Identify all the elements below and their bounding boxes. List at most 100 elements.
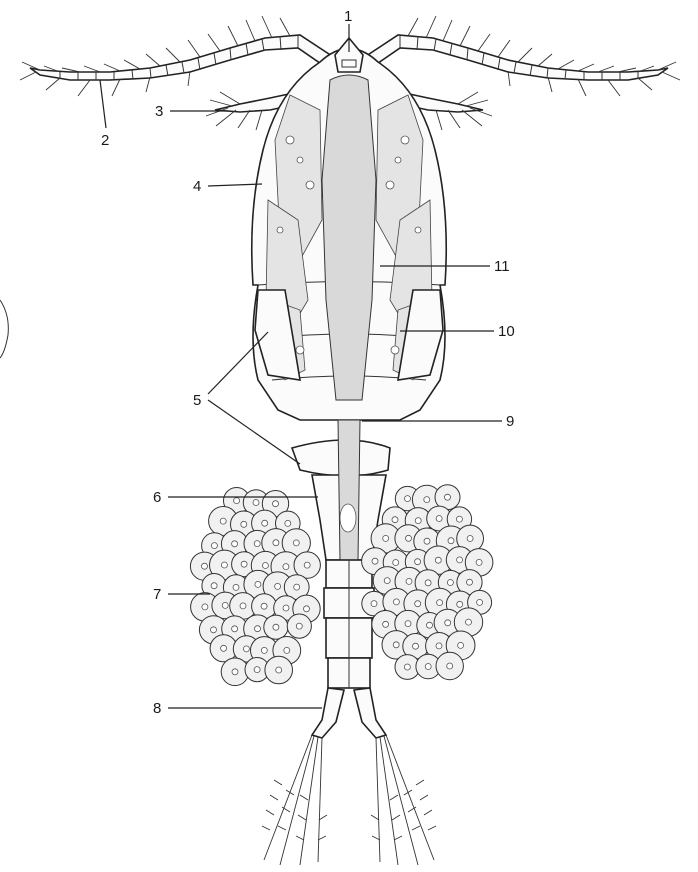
egg-nucleus bbox=[273, 501, 279, 507]
egg-nucleus bbox=[211, 543, 217, 549]
egg-nucleus bbox=[415, 559, 421, 565]
egg-nucleus bbox=[436, 516, 442, 522]
egg-nucleus bbox=[456, 516, 462, 522]
edge-arc bbox=[0, 300, 8, 358]
egg-nucleus bbox=[413, 643, 419, 649]
egg-nucleus bbox=[240, 603, 246, 609]
egg-nucleus bbox=[383, 535, 389, 541]
egg-nucleus bbox=[448, 538, 454, 544]
egg-nucleus bbox=[255, 626, 261, 632]
label-9: 9 bbox=[506, 413, 514, 430]
egg-nucleus bbox=[296, 623, 302, 629]
left-antenna bbox=[20, 16, 338, 96]
egg-nucleus bbox=[221, 562, 227, 568]
label-3: 3 bbox=[155, 103, 163, 120]
egg-nucleus bbox=[261, 647, 267, 653]
egg-nucleus bbox=[276, 667, 282, 673]
egg-nucleus bbox=[425, 580, 431, 586]
egg-nucleus bbox=[393, 560, 399, 566]
egg-nucleus bbox=[437, 600, 443, 606]
label-7: 7 bbox=[153, 586, 161, 603]
egg-nucleus bbox=[211, 627, 217, 633]
label-10: 10 bbox=[498, 323, 515, 340]
egg-nucleus bbox=[477, 599, 483, 605]
egg-nucleus bbox=[261, 603, 267, 609]
egg-nucleus bbox=[283, 564, 289, 570]
egg-nucleus bbox=[285, 520, 291, 526]
egg-nucleus bbox=[232, 669, 238, 675]
label-11: 11 bbox=[494, 258, 510, 275]
egg-nucleus bbox=[284, 647, 290, 653]
egg-nucleus bbox=[466, 619, 472, 625]
egg-nucleus bbox=[211, 583, 217, 589]
egg-nucleus bbox=[283, 605, 289, 611]
egg-nucleus bbox=[424, 497, 430, 503]
egg-nucleus bbox=[393, 599, 399, 605]
egg-nucleus bbox=[222, 602, 228, 608]
egg-nucleus bbox=[304, 562, 310, 568]
egg-nucleus bbox=[243, 646, 249, 652]
egg-nucleus bbox=[275, 583, 281, 589]
egg-nucleus bbox=[273, 624, 279, 630]
leader-2 bbox=[100, 80, 106, 128]
egg-nucleus bbox=[458, 642, 464, 648]
egg-nucleus bbox=[393, 642, 399, 648]
label-1: 1 bbox=[344, 8, 352, 25]
egg-sac-left bbox=[190, 488, 320, 686]
right-antenna bbox=[360, 16, 680, 96]
label-4: 4 bbox=[193, 178, 201, 195]
egg-nucleus bbox=[253, 500, 259, 506]
egg-nucleus bbox=[273, 540, 279, 546]
egg-nucleus bbox=[457, 601, 463, 607]
egg-nucleus bbox=[424, 538, 430, 544]
egg-nucleus bbox=[234, 498, 240, 504]
egg-nucleus bbox=[384, 578, 390, 584]
egg-nucleus bbox=[445, 620, 451, 626]
egg-nucleus bbox=[476, 559, 482, 565]
egg-nucleus bbox=[233, 584, 239, 590]
egg-nucleus bbox=[241, 521, 247, 527]
egg-nucleus bbox=[467, 536, 473, 542]
egg-nucleus bbox=[304, 606, 310, 612]
egg-nucleus bbox=[392, 517, 398, 523]
egg-nucleus bbox=[371, 601, 377, 607]
label-8: 8 bbox=[153, 700, 161, 717]
egg-nucleus bbox=[436, 643, 442, 649]
leader-4 bbox=[208, 184, 262, 186]
egg-nucleus bbox=[427, 622, 433, 628]
label-6: 6 bbox=[153, 489, 161, 506]
egg-nucleus bbox=[254, 541, 260, 547]
egg-nucleus bbox=[255, 581, 261, 587]
egg-nucleus bbox=[293, 540, 299, 546]
egg-nucleus bbox=[221, 645, 227, 651]
egg-nucleus bbox=[232, 626, 238, 632]
egg-nucleus bbox=[457, 557, 463, 563]
egg-nucleus bbox=[405, 496, 411, 502]
furca bbox=[262, 688, 436, 865]
egg-nucleus bbox=[406, 578, 412, 584]
egg-nucleus bbox=[415, 601, 421, 607]
egg-nucleus bbox=[202, 604, 208, 610]
egg-nucleus bbox=[383, 621, 389, 627]
egg-nucleus bbox=[405, 621, 411, 627]
egg-nucleus bbox=[445, 494, 451, 500]
egg-nucleus bbox=[467, 579, 473, 585]
urosome bbox=[324, 560, 374, 688]
egg-nucleus bbox=[254, 667, 260, 673]
egg-nucleus bbox=[232, 541, 238, 547]
egg-nucleus bbox=[294, 584, 300, 590]
egg-sac-right bbox=[362, 485, 493, 680]
egg-nucleus bbox=[435, 557, 441, 563]
egg-nucleus bbox=[241, 561, 247, 567]
egg-nucleus bbox=[415, 518, 421, 524]
egg-nucleus bbox=[220, 518, 226, 524]
egg-nucleus bbox=[262, 520, 268, 526]
egg-nucleus bbox=[406, 535, 412, 541]
egg-nucleus bbox=[202, 563, 208, 569]
egg-nucleus bbox=[447, 663, 453, 669]
egg-nucleus bbox=[262, 563, 268, 569]
egg-nucleus bbox=[404, 664, 410, 670]
egg-nucleus bbox=[425, 664, 431, 670]
